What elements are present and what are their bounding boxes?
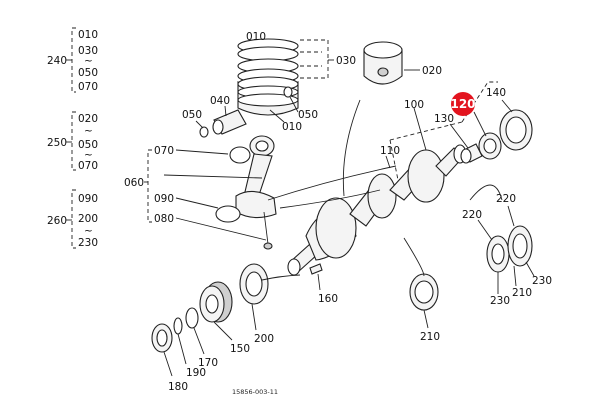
bearing-120 bbox=[478, 132, 502, 160]
callout-170: 170 bbox=[198, 357, 218, 369]
callout-150: 150 bbox=[230, 343, 250, 355]
collar-170 bbox=[185, 307, 199, 329]
callout-210-right: 210 bbox=[512, 287, 532, 299]
highlight-120-badge[interactable]: 120 bbox=[450, 92, 476, 116]
callout-080: 080 bbox=[154, 213, 174, 225]
piston bbox=[363, 41, 403, 85]
group-250-item-1: 020 bbox=[78, 113, 98, 125]
bushing bbox=[460, 143, 483, 164]
gear-150 bbox=[199, 281, 233, 323]
group-240: 240 010 030 050 070 ~ bbox=[47, 27, 98, 93]
callout-100: 100 bbox=[404, 99, 424, 111]
group-260-tilde: ~ bbox=[84, 225, 93, 237]
group-260: 260 090 200 ~ 230 bbox=[47, 189, 98, 249]
snap-ring-right bbox=[283, 86, 293, 98]
callout-230-left: 230 bbox=[490, 295, 510, 307]
callout-010-lower: 010 bbox=[282, 121, 302, 133]
callout-200: 200 bbox=[254, 333, 274, 345]
ring-190 bbox=[173, 317, 183, 335]
callout-190: 190 bbox=[186, 367, 206, 379]
snap-ring-left bbox=[199, 126, 209, 138]
group-250-label: 250 bbox=[47, 137, 67, 149]
callout-180: 180 bbox=[168, 381, 188, 393]
thrust-bearing-right bbox=[486, 225, 533, 273]
group-240-item-1: 010 bbox=[78, 29, 98, 41]
callout-050-left: 050 bbox=[182, 109, 202, 121]
group-260-label: 260 bbox=[47, 215, 67, 227]
oil-seal bbox=[499, 109, 533, 151]
callout-160: 160 bbox=[318, 293, 338, 305]
group-240-item-4: 070 bbox=[78, 81, 98, 93]
callout-040: 040 bbox=[210, 95, 230, 107]
bearing-200 bbox=[239, 263, 269, 305]
figure-code: 15856-003-11 bbox=[232, 388, 278, 396]
group-260-item-3: 230 bbox=[78, 237, 98, 249]
key bbox=[309, 263, 323, 275]
group-250-tilde-1: ~ bbox=[84, 125, 93, 137]
group-240-tilde: ~ bbox=[84, 55, 93, 67]
group-250-tilde-2: ~ bbox=[84, 149, 93, 161]
piston-pin bbox=[212, 109, 247, 135]
callout-210-bottom: 210 bbox=[420, 331, 440, 343]
group-240-label: 240 bbox=[47, 55, 67, 67]
group-250-item-2: 050 bbox=[78, 139, 98, 151]
callout-050-right: 050 bbox=[298, 109, 318, 121]
group-240-item-3: 050 bbox=[78, 67, 98, 79]
callout-020: 020 bbox=[422, 65, 442, 77]
highlight-120-circle[interactable] bbox=[451, 92, 475, 116]
group-250: 250 020 ~ 050 ~ 070 bbox=[47, 111, 98, 172]
callout-110: 110 bbox=[380, 145, 400, 157]
group-260-item-2: 200 bbox=[78, 213, 98, 225]
callout-070: 070 bbox=[154, 145, 174, 157]
callout-090: 090 bbox=[154, 193, 174, 205]
group-260-item-1: 090 bbox=[78, 193, 98, 205]
connecting-rod bbox=[215, 135, 277, 250]
callout-220-left: 220 bbox=[462, 209, 482, 221]
callout-230-right: 230 bbox=[532, 275, 552, 287]
group-060-label: 060 bbox=[124, 177, 144, 189]
highlight-120-label[interactable]: 120 bbox=[450, 97, 475, 111]
group-240-item-2: 030 bbox=[78, 45, 98, 57]
callout-220-right: 220 bbox=[496, 193, 516, 205]
callout-130: 130 bbox=[434, 113, 454, 125]
crankshaft bbox=[287, 144, 467, 276]
callout-140: 140 bbox=[486, 87, 506, 99]
callout-010-top: 010 bbox=[246, 31, 266, 43]
group-250-item-3: 070 bbox=[78, 160, 98, 172]
piston-rings bbox=[237, 38, 299, 116]
seal-180 bbox=[151, 323, 173, 353]
main-bearing bbox=[409, 273, 439, 311]
callout-030: 030 bbox=[336, 55, 356, 67]
